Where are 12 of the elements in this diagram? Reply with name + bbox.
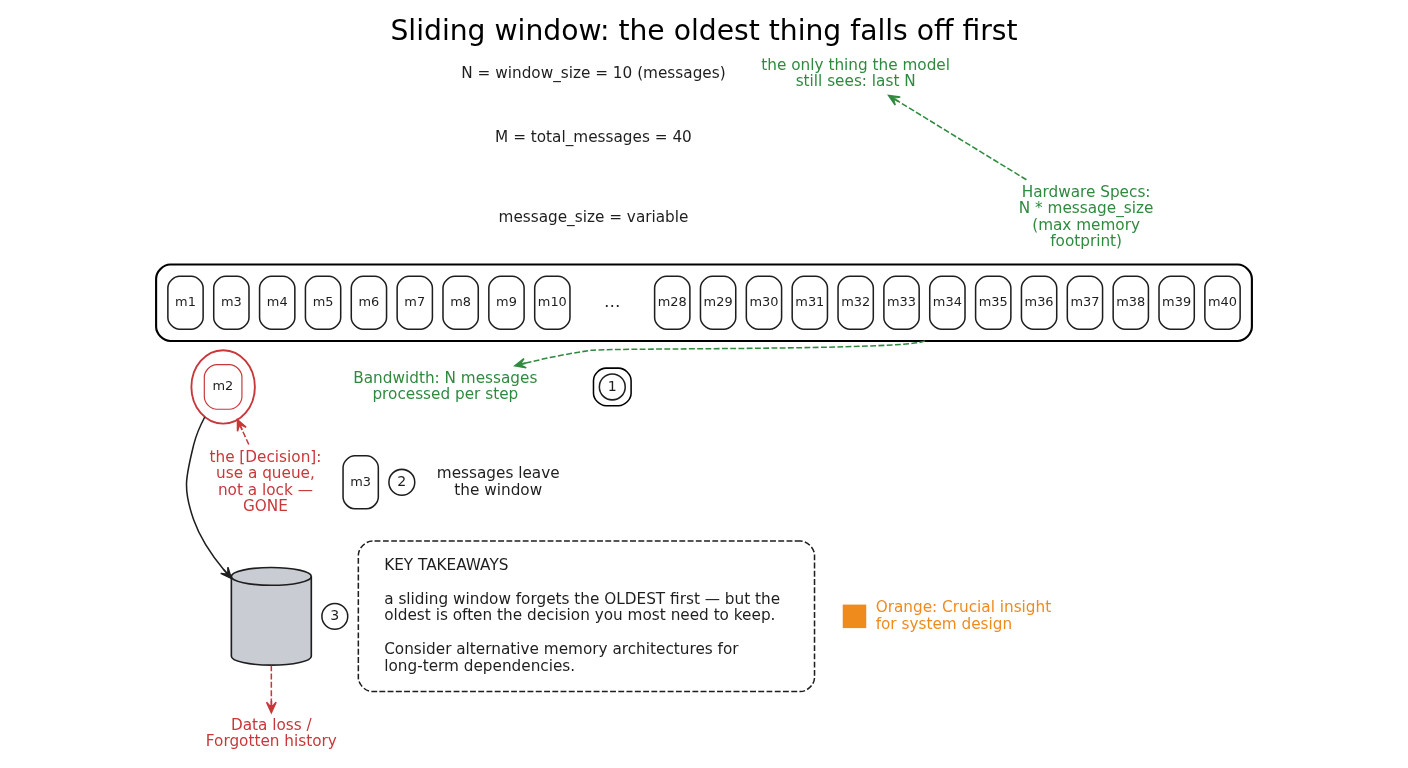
node-text: the [Decision]: use a queue, not a lock — GONE: [209, 447, 322, 515]
label: …: [604, 292, 621, 312]
label: M = total_messages = 40: [495, 127, 692, 146]
label: N = window_size = 10 (messages): [461, 64, 726, 83]
node-text: the only thing the model still sees: last N: [761, 55, 950, 91]
label: message_size = variable: [498, 207, 689, 226]
node-text: Data loss / Forgotten history: [205, 715, 337, 751]
legend-label: Orange: Crucial insight for system design: [875, 598, 1052, 633]
node-text: Hardware Specs: N * message_size (max memory footprint): [1018, 182, 1154, 251]
node-text: Bandwidth: N messages processed per step: [353, 368, 538, 404]
node-label: messages leave the window: [436, 464, 560, 499]
diagram-title: Sliding window: the oldest thing falls off first: [390, 14, 1018, 48]
